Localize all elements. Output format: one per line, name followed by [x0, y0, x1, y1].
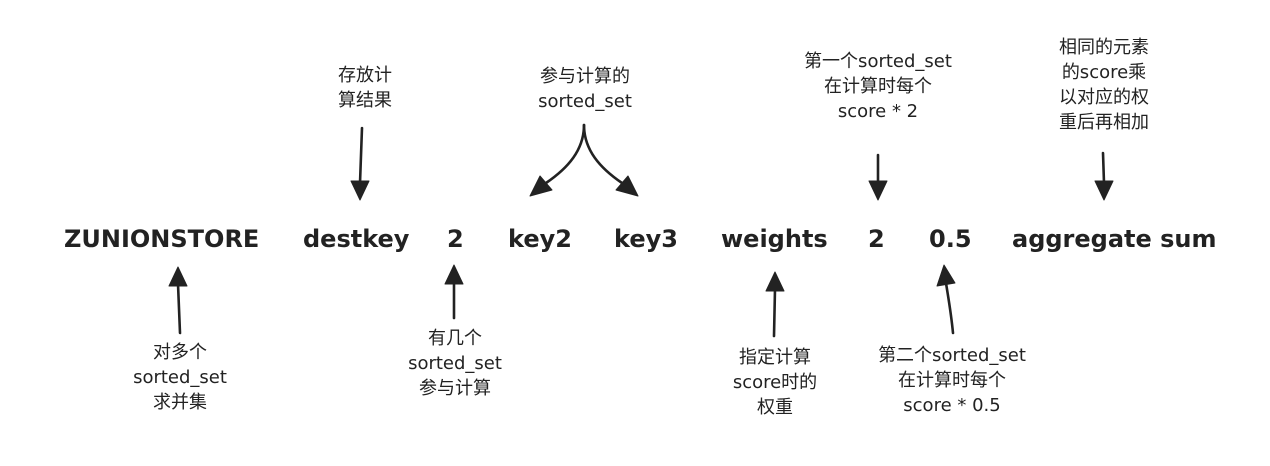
token-zunionstore: ZUNIONSTORE	[64, 225, 260, 253]
token-weight2: 0.5	[929, 225, 972, 253]
arrow-weight2	[936, 264, 956, 335]
note-line: 在计算时每个	[824, 76, 932, 97]
note-line: sorted_set	[133, 367, 227, 388]
note-line: score * 2	[837, 101, 919, 122]
note-line: 在计算时每个	[898, 370, 1006, 391]
token-numkeys: 2	[447, 225, 464, 253]
note-line: 第一个sorted_set	[804, 51, 952, 72]
note-keys-to-compute: 参与计算的 sorted_set	[510, 64, 660, 114]
arrow-weights	[765, 271, 785, 338]
note-numkeys: 有几个 sorted_set 参与计算	[385, 326, 525, 401]
arrow-keys-left	[529, 123, 586, 197]
arrow-weight1	[868, 153, 888, 201]
note-line: sorted_set	[408, 353, 502, 374]
note-line: score时的	[732, 372, 818, 393]
token-destkey: destkey	[303, 225, 410, 253]
token-aggregate-sum: aggregate sum	[1012, 225, 1217, 253]
note-weight2: 第二个sorted_set 在计算时每个 score * 0.5	[852, 343, 1052, 418]
arrow-union	[168, 266, 188, 335]
note-line: 有几个	[428, 328, 482, 349]
token-weights: weights	[721, 225, 828, 253]
note-dest-result: 存放计 算结果	[310, 63, 420, 113]
note-line: 权重	[757, 397, 793, 418]
note-line: 求并集	[153, 392, 207, 413]
note-line: sorted_set	[538, 91, 632, 112]
arrow-keys-right	[582, 123, 639, 197]
note-weight1: 第一个sorted_set 在计算时每个 score * 2	[778, 49, 978, 124]
note-line: 存放计	[338, 65, 392, 86]
note-line: 指定计算	[739, 347, 811, 368]
note-line: 第二个sorted_set	[878, 345, 1026, 366]
token-weight1: 2	[868, 225, 885, 253]
note-line: score * 0.5	[903, 395, 1001, 416]
note-line: 参与计算	[419, 378, 491, 399]
note-line: 算结果	[338, 90, 392, 111]
note-line: 相同的元素	[1059, 37, 1149, 58]
note-line: 以对应的权	[1059, 87, 1149, 108]
note-line: 重后再相加	[1059, 112, 1149, 133]
arrow-aggregate	[1094, 151, 1114, 201]
arrow-dest-result	[350, 126, 370, 201]
note-aggregate: 相同的元素 的score乘 以对应的权 重后再相加	[1034, 35, 1174, 135]
note-line: 的score乘	[1061, 62, 1147, 83]
note-line: 对多个	[153, 342, 207, 363]
arrow-numkeys	[444, 264, 464, 320]
token-key3: key3	[614, 225, 678, 253]
note-union: 对多个 sorted_set 求并集	[110, 340, 250, 415]
note-weights: 指定计算 score时的 权重	[715, 345, 835, 420]
token-key2: key2	[508, 225, 572, 253]
note-line: 参与计算的	[540, 66, 630, 87]
